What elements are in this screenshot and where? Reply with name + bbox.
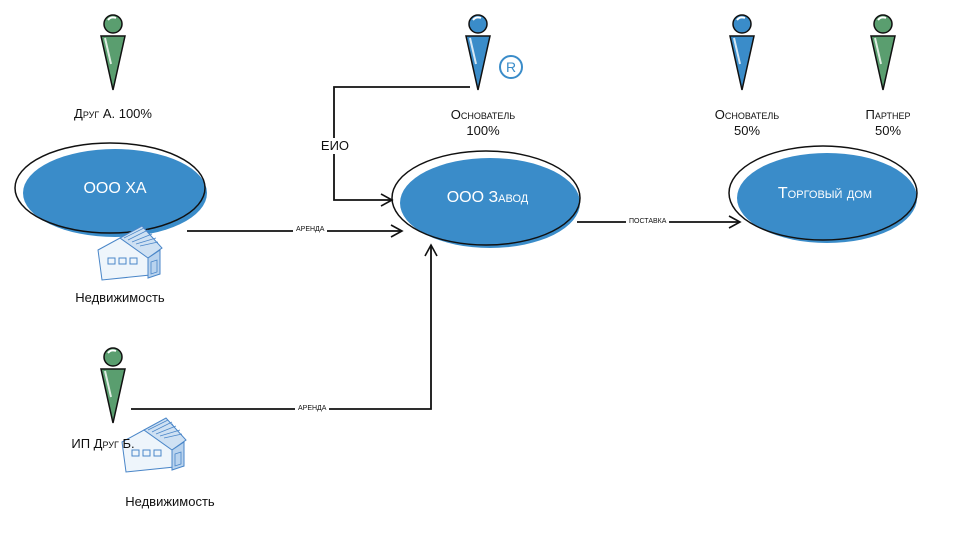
person-icon-ip-drug-b [100, 347, 126, 424]
person-icon-founder-torg [729, 14, 755, 91]
person-share-partner-torg: 50% [874, 123, 902, 138]
edge-label-eio: ЕИО [318, 138, 352, 154]
registered-mark-icon: R [499, 55, 523, 79]
person-icon-drug-a [100, 14, 126, 91]
person-label-partner-torg: Партнер [865, 107, 911, 122]
edge-arenda-2 [131, 243, 438, 410]
person-label-founder-zavod: Основатель [450, 107, 516, 122]
svg-text:R: R [506, 59, 516, 75]
asset-label-realty-1: Недвижимость [75, 290, 165, 305]
node-ooo-zavod[interactable] [391, 150, 581, 248]
edge-label-arenda-1: аренда [293, 223, 328, 234]
edge-label-postavka: поставка [626, 215, 670, 226]
node-label-torg-dom: Торговый дом [777, 185, 873, 202]
person-label-founder-torg: Основатель [714, 107, 780, 122]
person-share-founder-torg: 50% [733, 123, 761, 138]
edge-label-arenda-2: аренда [295, 402, 330, 413]
person-label-drug-a: Друг А. 100% [74, 106, 152, 121]
person-share-founder-zavod: 100% [466, 123, 500, 138]
person-icon-founder-zavod [465, 14, 491, 91]
node-label-ooo-zavod: ООО Завод [446, 189, 529, 206]
node-label-ooo-ha: ООО ХА [83, 180, 147, 197]
person-icon-partner-torg [870, 14, 896, 91]
person-label-ip-drug-b: ИП Друг Б. [71, 436, 135, 451]
node-torg-dom[interactable] [728, 145, 918, 243]
node-ooo-ha[interactable] [14, 142, 207, 237]
asset-label-realty-2: Недвижимость [125, 494, 215, 509]
